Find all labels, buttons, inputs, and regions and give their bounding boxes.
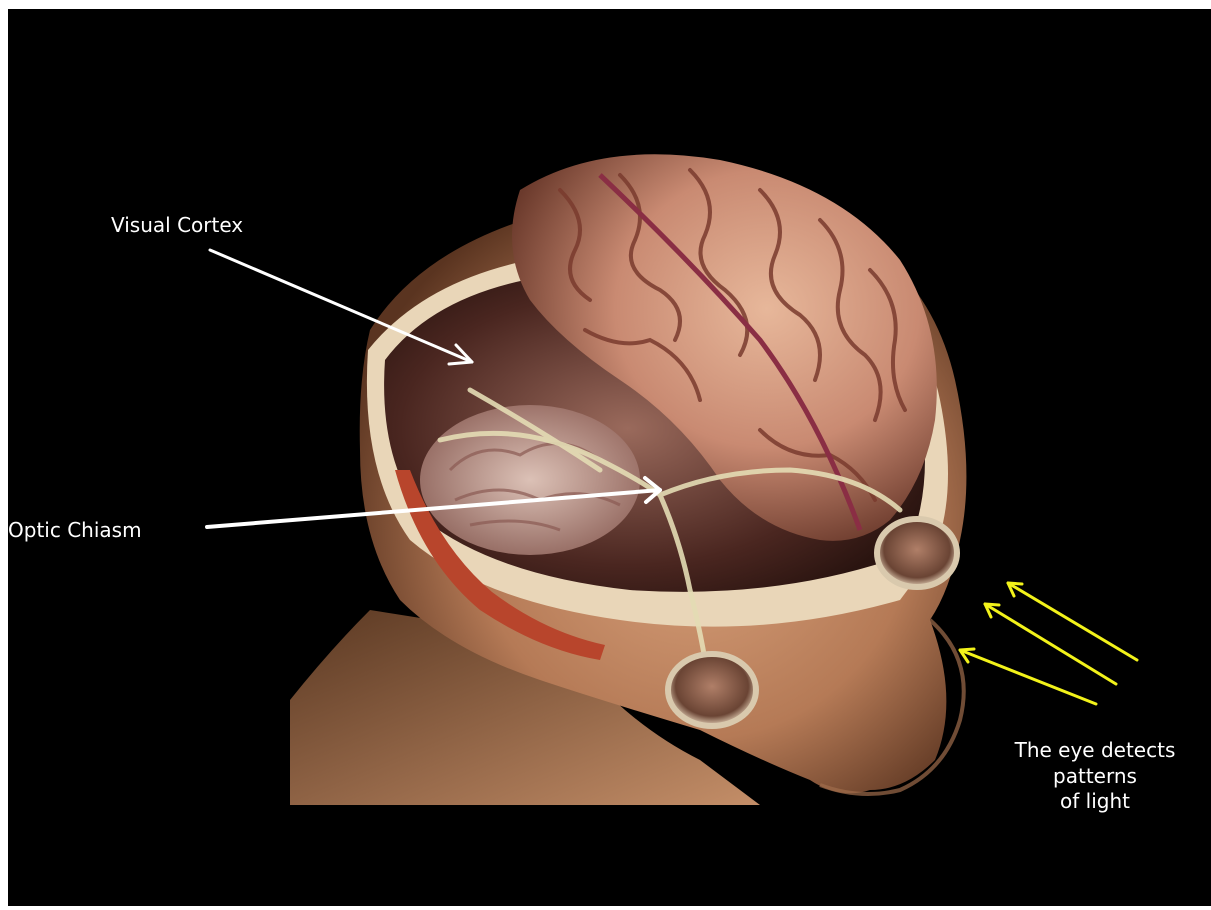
eye-socket-right — [877, 519, 957, 587]
optic-chiasm-label: Optic Chiasm — [8, 518, 142, 542]
eye-caption-line1: The eye detects — [990, 738, 1200, 764]
eye-caption-line2: patterns — [990, 764, 1200, 790]
eye-caption: The eye detects patterns of light — [990, 738, 1200, 815]
light-arrows — [960, 583, 1137, 704]
eye-caption-line3: of light — [990, 789, 1200, 815]
visual-cortex-label: Visual Cortex — [111, 213, 243, 237]
eye-socket-left — [668, 654, 756, 726]
